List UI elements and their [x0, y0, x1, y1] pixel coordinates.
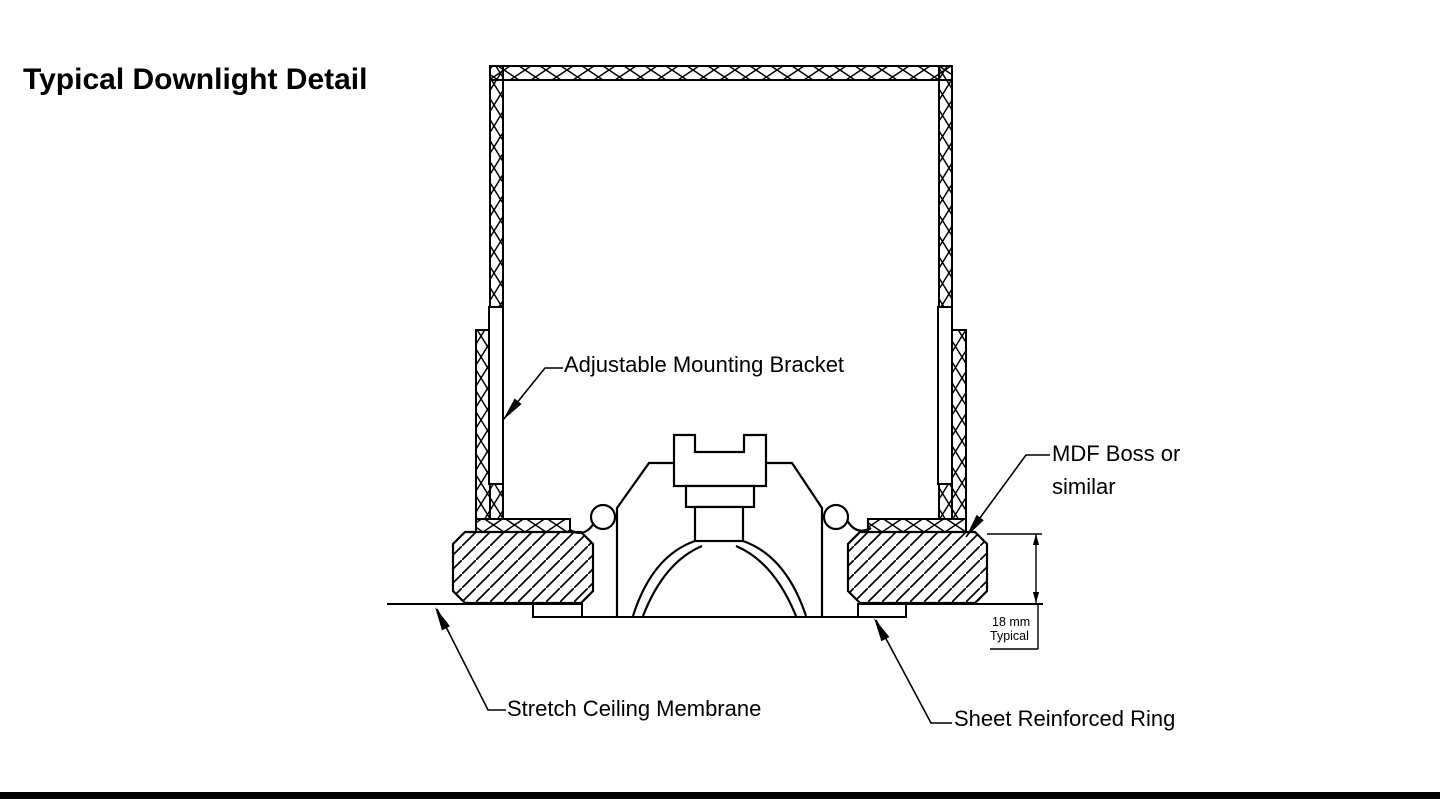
downlight-body	[615, 433, 824, 617]
drawing-title: Typical Downlight Detail	[23, 63, 368, 96]
arrowhead	[966, 514, 984, 537]
grommet-circle-left	[589, 503, 617, 531]
dimension-arrow-down	[1032, 592, 1040, 603]
leader-lines	[435, 367, 1050, 724]
lampholder-top	[672, 433, 768, 488]
label-adjustable-mounting-bracket: Adjustable Mounting Bracket	[564, 352, 845, 377]
label-stretch-ceiling-membrane: Stretch Ceiling Membrane	[507, 696, 762, 721]
reinforced-ring-tab-right	[857, 603, 907, 618]
dimension-arrow-up	[1032, 534, 1040, 545]
mdf-bosses	[451, 530, 989, 605]
reinforced-ring-tab-left	[532, 603, 583, 618]
mdf-boss-right	[846, 530, 989, 605]
arrowhead	[874, 618, 890, 642]
lampholder-neck-upper	[684, 484, 756, 509]
reinforced-ring-tabs	[532, 603, 907, 618]
dimension-18mm	[987, 533, 1042, 650]
bell-reflector	[631, 539, 808, 617]
dimension-value: 18 mm	[992, 615, 1031, 629]
arrowhead	[435, 607, 450, 631]
dimension-text-box	[990, 604, 1039, 650]
label-mdf-boss-line2: similar	[1052, 474, 1116, 499]
ceiling-membrane-line	[387, 603, 1043, 618]
lampholder-neck-lower	[693, 505, 745, 543]
leader-membrane	[435, 607, 506, 711]
leader-adjustable-bracket	[502, 367, 563, 421]
mdf-boss-left	[451, 530, 595, 605]
arrowhead	[503, 398, 522, 420]
grommet-circle-right	[822, 503, 850, 531]
leader-reinforced-ring	[874, 618, 952, 724]
label-sheet-reinforced-ring: Sheet Reinforced Ring	[954, 706, 1176, 731]
adjustable-bracket-strips	[488, 306, 953, 485]
membrane-grommets	[569, 503, 872, 535]
adjustable-bracket-left	[488, 306, 504, 485]
label-mdf-boss-line1: MDF Boss or	[1052, 441, 1181, 466]
adjustable-bracket-right	[937, 306, 953, 485]
bottom-border-rule	[0, 792, 1440, 799]
leader-mdf-boss	[965, 454, 1050, 538]
dimension-qualifier: Typical	[990, 629, 1029, 643]
